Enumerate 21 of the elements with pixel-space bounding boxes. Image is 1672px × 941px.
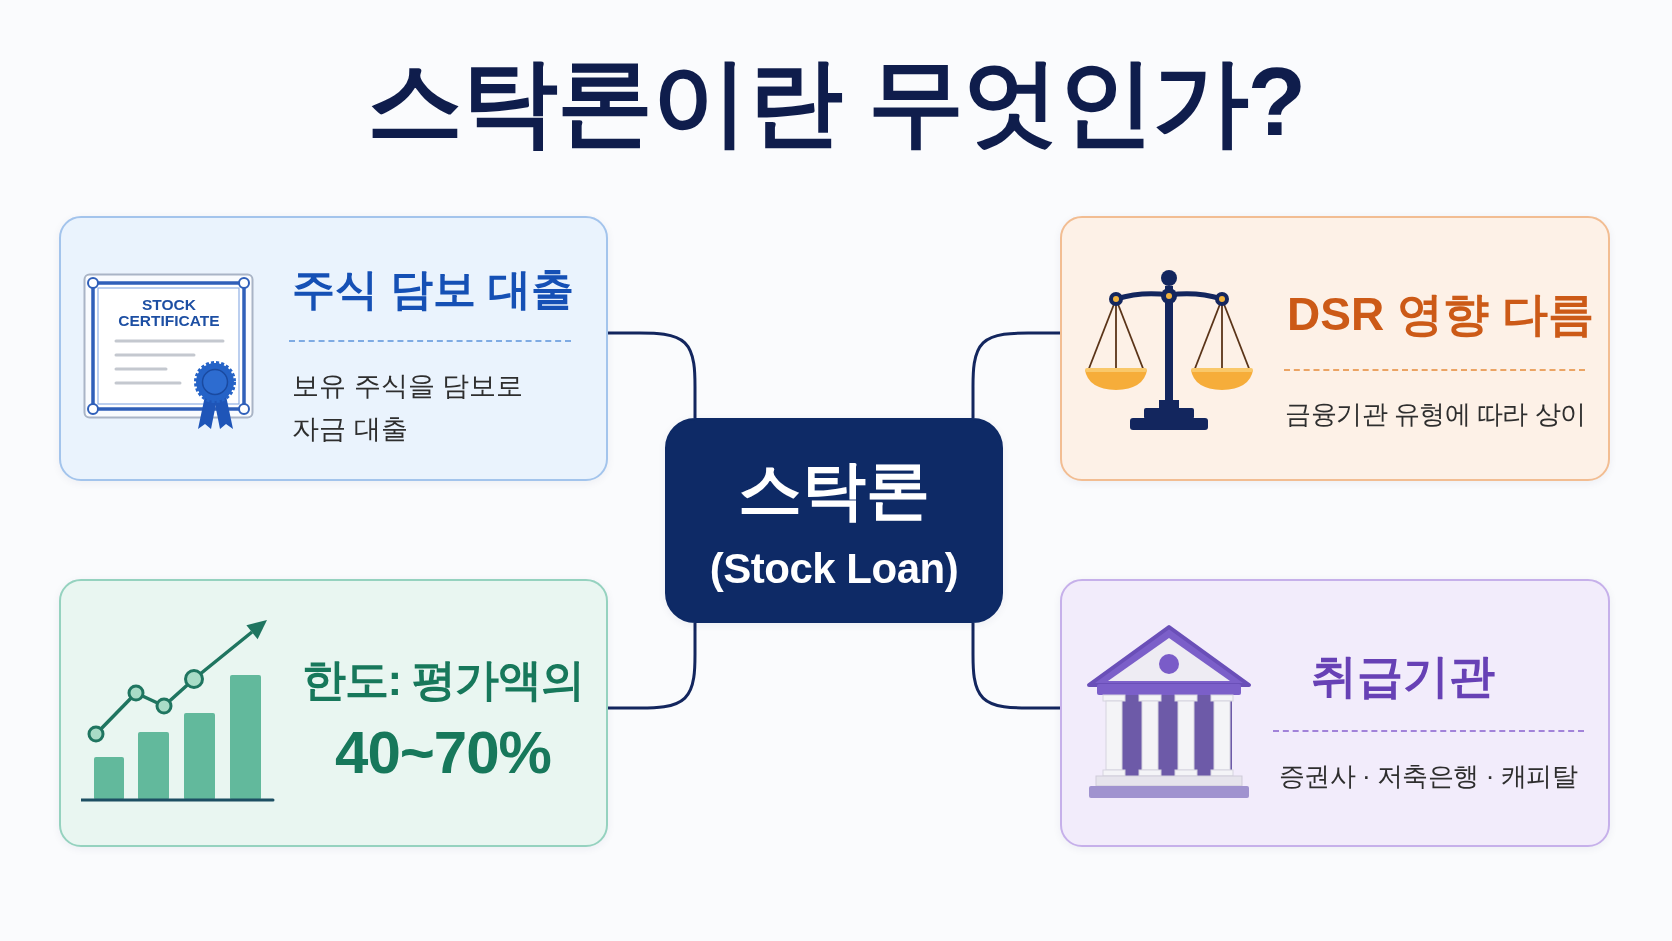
central-topic-box [665,418,1003,623]
percentage-value: 40~70% [334,718,552,788]
info-card [59,579,608,847]
info-card [59,216,608,481]
card-heading: 취급기관 [1310,649,1496,704]
certificate-title: STOCK CERTIFICATE [117,297,221,329]
card-heading: 주식 담보 대출 [292,264,575,315]
connector-line [971,623,1060,710]
page-title: 스탁론이란 무엇인가? [365,50,1307,153]
connector-line [971,331,1060,418]
card-description: 증권사 · 저축은행 · 캐피탈 [1277,760,1579,793]
card-description: 보유 주식을 담보로 자금 대출 [292,370,524,446]
info-card [1060,216,1610,481]
card-heading: 한도: 평가액의 [300,654,586,706]
card-heading: DSR 영향 다름 [1287,287,1595,342]
info-card [1060,579,1610,847]
topic-subtitle: (Stock Loan) [708,545,960,593]
topic-title: 스탁론 [737,453,931,528]
connector-line [608,331,697,418]
connector-line [608,623,697,710]
card-description: 금융기관 유형에 따라 상이 [1285,398,1587,431]
